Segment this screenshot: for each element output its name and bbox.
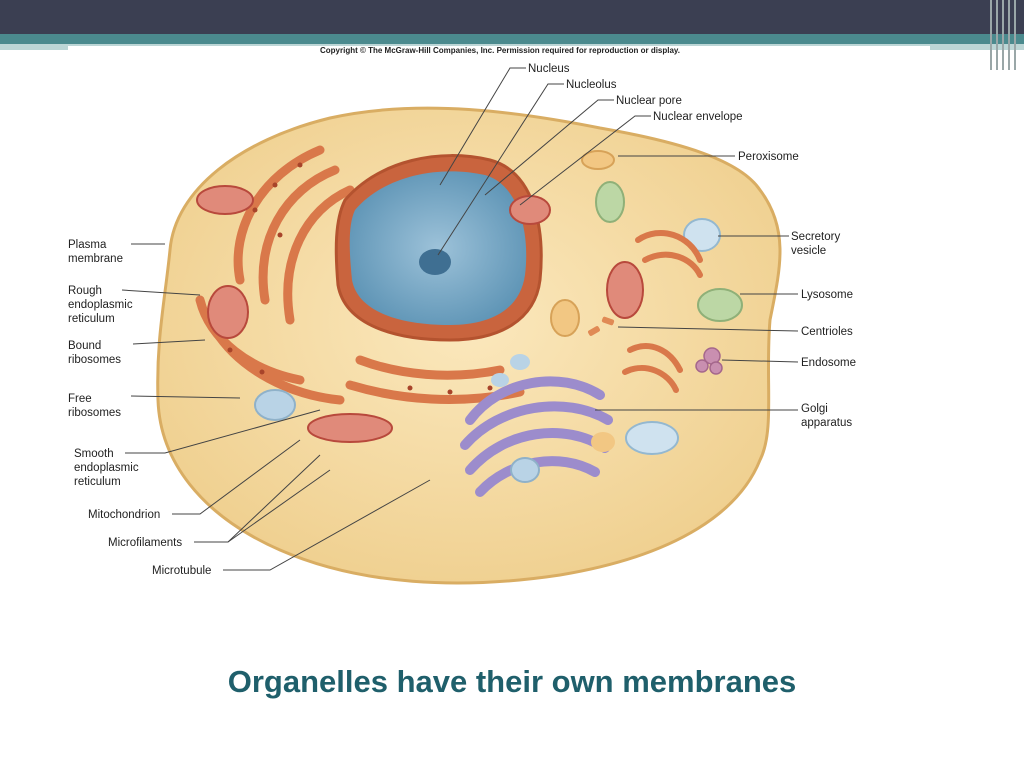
label-bound-ribosomes: Bound ribosomes: [68, 340, 121, 366]
label-free-ribosomes: Free ribosomes: [68, 393, 121, 419]
peroxisome-shape: [581, 150, 615, 170]
label-nuclear-envelope: Nuclear envelope: [653, 111, 743, 123]
endosome-shape: [695, 347, 723, 375]
label-lysosome: Lysosome: [801, 289, 853, 301]
label-peroxisome: Peroxisome: [738, 151, 799, 163]
label-microtubule: Microtubule: [152, 565, 211, 577]
mitochondria-shapes: [196, 185, 644, 443]
accent-bar: [0, 34, 1024, 44]
header-bar: [0, 0, 1024, 34]
smooth-er-blob: [550, 299, 580, 337]
label-secretory-vesicle: Secretory vesicle: [791, 231, 843, 257]
label-nucleolus: Nucleolus: [566, 79, 617, 91]
nucleolus-shape: [419, 249, 451, 275]
yellow-vesicle: [591, 432, 615, 452]
rough-er-shape: [195, 145, 525, 405]
vesicle-shapes: [254, 218, 721, 483]
leader-lines: [121, 67, 799, 571]
label-microfilaments: Microfilaments: [108, 537, 182, 549]
label-mitochondrion: Mitochondrion: [88, 509, 160, 521]
plasma-membrane-shape: [156, 106, 782, 585]
label-plasma-membrane: Plasma membrane: [68, 239, 123, 265]
label-endosome: Endosome: [801, 357, 856, 369]
label-rough-er: Rough endoplasmic reticulum: [68, 285, 136, 325]
corner-stripes: [990, 0, 1016, 70]
nucleus-shape: [349, 171, 527, 325]
lysosome-shapes: [595, 181, 743, 322]
ribosome-dots: [227, 162, 493, 395]
golgi-shape: [460, 376, 613, 497]
slide-title: Organelles have their own membranes: [227, 664, 797, 699]
label-centrioles: Centrioles: [801, 326, 853, 338]
label-nuclear-pore: Nuclear pore: [616, 95, 682, 107]
animal-cell-diagram: Nucleus Nucleolus Nuclear pore Nuclear e…: [68, 63, 856, 585]
label-golgi-apparatus: Golgi apparatus: [801, 403, 852, 429]
centrioles-shape: [588, 316, 615, 336]
label-nucleus: Nucleus: [528, 63, 570, 75]
smooth-er-cluster: [622, 229, 703, 393]
copyright-notice: Copyright © The McGraw-Hill Companies, I…: [319, 46, 681, 55]
label-smooth-er: Smooth endoplasmic reticulum: [74, 448, 142, 488]
content-card-top: [68, 46, 930, 68]
